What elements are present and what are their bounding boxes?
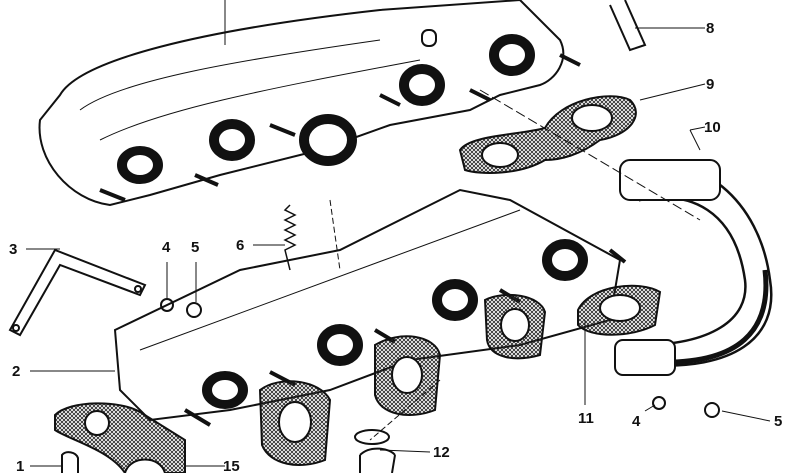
lower-manifold — [113, 188, 627, 427]
callout-12: 12 — [433, 444, 450, 461]
callout-15: 15 — [223, 458, 240, 473]
callout-8: 8 — [706, 20, 715, 37]
gasket-9 — [458, 95, 637, 174]
upper-manifold — [38, 0, 581, 207]
callout-2: 2 — [12, 363, 21, 380]
callout-10: 10 — [704, 119, 721, 136]
callout-5-lower: 5 — [774, 413, 783, 430]
callout-3: 3 — [9, 241, 18, 258]
callout-4-lower: 4 — [632, 413, 641, 430]
gaskets-lower — [54, 284, 662, 473]
callout-1: 1 — [16, 458, 25, 473]
leader-lines — [26, 0, 771, 467]
callout-6: 6 — [236, 237, 245, 254]
callout-4: 4 — [162, 239, 171, 256]
callout-5: 5 — [191, 239, 200, 256]
callout-11: 11 — [578, 410, 594, 427]
intake-pipe — [614, 159, 773, 376]
small-parts — [8, 0, 720, 473]
callout-9: 9 — [706, 76, 715, 93]
